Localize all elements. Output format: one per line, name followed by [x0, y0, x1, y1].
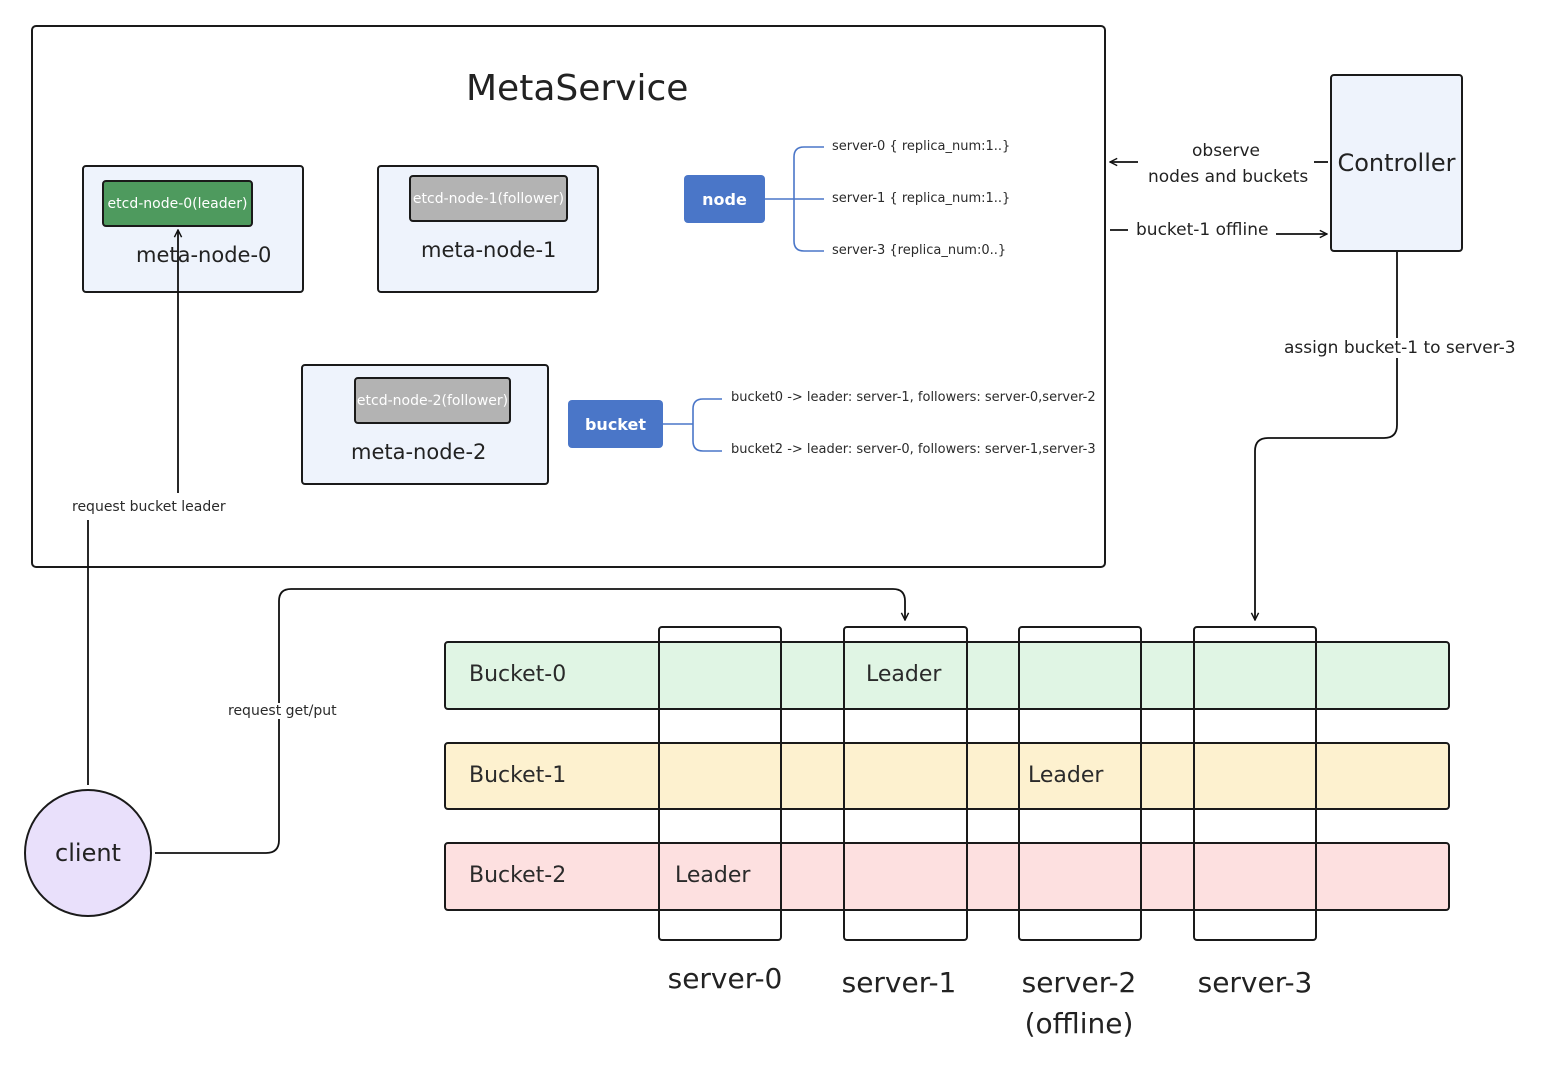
assign-bucket-label: assign bucket-1 to server-3 — [1284, 338, 1516, 358]
request-bucket-leader-arrow — [87, 230, 178, 785]
meta-node-1-label: meta-node-1 — [421, 238, 557, 262]
etcd-node-2-badge: etcd-node-2(follower) — [354, 377, 511, 424]
meta-node-0-label: meta-node-0 — [136, 243, 272, 267]
node-tree-item-server-1: server-1 { replica_num:1..} — [832, 191, 1011, 206]
bucket-0-label: Bucket-0 — [469, 662, 567, 687]
server-0-column — [658, 626, 782, 941]
request-get-put-label: request get/put — [228, 703, 337, 719]
server-1-name: server-1 — [841, 966, 957, 999]
controller-box: Controller — [1330, 74, 1463, 252]
server-2-name: server-2 — [1021, 966, 1137, 999]
bucket-1-leader: Leader — [1028, 763, 1104, 788]
server-2-column — [1018, 626, 1142, 941]
server-3-column — [1193, 626, 1317, 941]
meta-service-container — [31, 25, 1106, 568]
observe-label-line1: observe — [1192, 141, 1261, 161]
etcd-node-0-badge: etcd-node-0(leader) — [102, 180, 253, 227]
bucket-0-row — [444, 641, 1450, 710]
node-tree-connector — [765, 146, 824, 252]
server-0-label: server-0 — [660, 959, 790, 1000]
server-3-label: server-3 — [1190, 963, 1320, 1004]
bucket-2-row — [444, 842, 1450, 911]
bucket-tree-item-bucket2: bucket2 -> leader: server-0, followers: … — [731, 442, 1096, 457]
client-node: client — [24, 789, 152, 917]
bucket-1-label: Bucket-1 — [469, 763, 567, 788]
bucket-tree-item-bucket0: bucket0 -> leader: server-1, followers: … — [731, 390, 1096, 405]
server-3-name: server-3 — [1197, 966, 1313, 999]
meta-service-title: MetaService — [466, 68, 689, 109]
observe-label-line2: nodes and buckets — [1148, 167, 1309, 187]
request-get-put-arrow — [155, 588, 905, 854]
offline-event-label: bucket-1 offline — [1136, 220, 1269, 240]
assign-bucket-arrow — [1255, 252, 1398, 620]
node-tag: node — [684, 175, 765, 223]
bucket-2-leader: Leader — [675, 863, 751, 888]
request-bucket-leader-label: request bucket leader — [72, 499, 226, 515]
meta-node-2-label: meta-node-2 — [351, 440, 487, 464]
server-2-label: server-2 (offline) — [1014, 963, 1144, 1044]
bucket-tag: bucket — [568, 400, 663, 448]
node-tree-item-server-3: server-3 {replica_num:0..} — [832, 243, 1007, 258]
offline-event-arrow — [1110, 229, 1327, 234]
bucket-1-row — [444, 742, 1450, 810]
server-1-label: server-1 — [834, 963, 964, 1004]
server-1-column — [843, 626, 968, 941]
bucket-0-leader: Leader — [866, 662, 942, 687]
node-tree-item-server-0: server-0 { replica_num:1..} — [832, 139, 1011, 154]
bucket-2-label: Bucket-2 — [469, 863, 567, 888]
bucket-tree-connector — [663, 398, 722, 452]
etcd-node-1-badge: etcd-node-1(follower) — [409, 175, 568, 222]
server-0-name: server-0 — [667, 962, 783, 995]
server-2-status: (offline) — [1024, 1006, 1134, 1040]
